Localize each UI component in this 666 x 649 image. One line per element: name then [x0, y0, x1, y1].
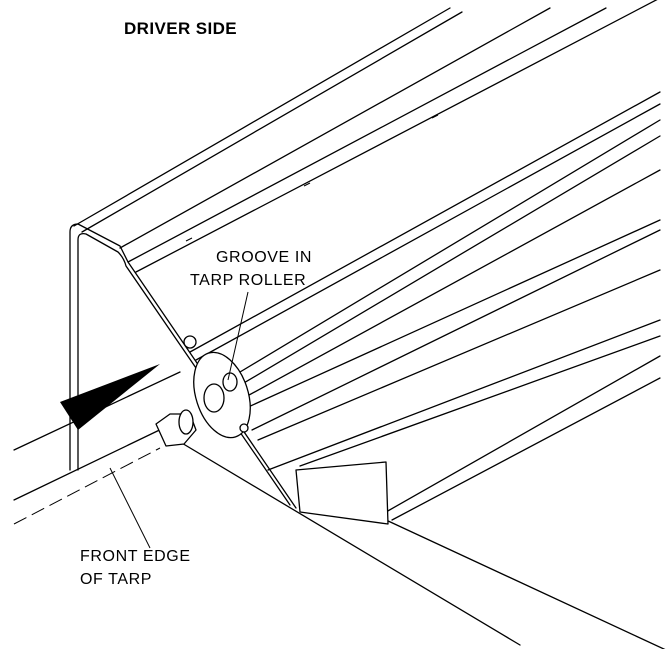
roller-assembly — [183, 91, 661, 521]
front-edge-leader-line — [109, 467, 151, 549]
front-edge-label-line1: FRONT EDGE — [80, 548, 191, 565]
end-plate — [69, 223, 297, 509]
groove-leader-line — [227, 291, 249, 381]
front-edge-label-line2: OF TARP — [80, 571, 153, 588]
top-rail — [73, 0, 658, 273]
groove-label-line2: TARP ROLLER — [190, 272, 307, 289]
groove-label-line1: GROOVE IN — [216, 249, 313, 266]
direction-arrow-icon — [60, 364, 160, 430]
deck — [159, 429, 666, 649]
diagram-title: DRIVER SIDE — [124, 19, 238, 38]
